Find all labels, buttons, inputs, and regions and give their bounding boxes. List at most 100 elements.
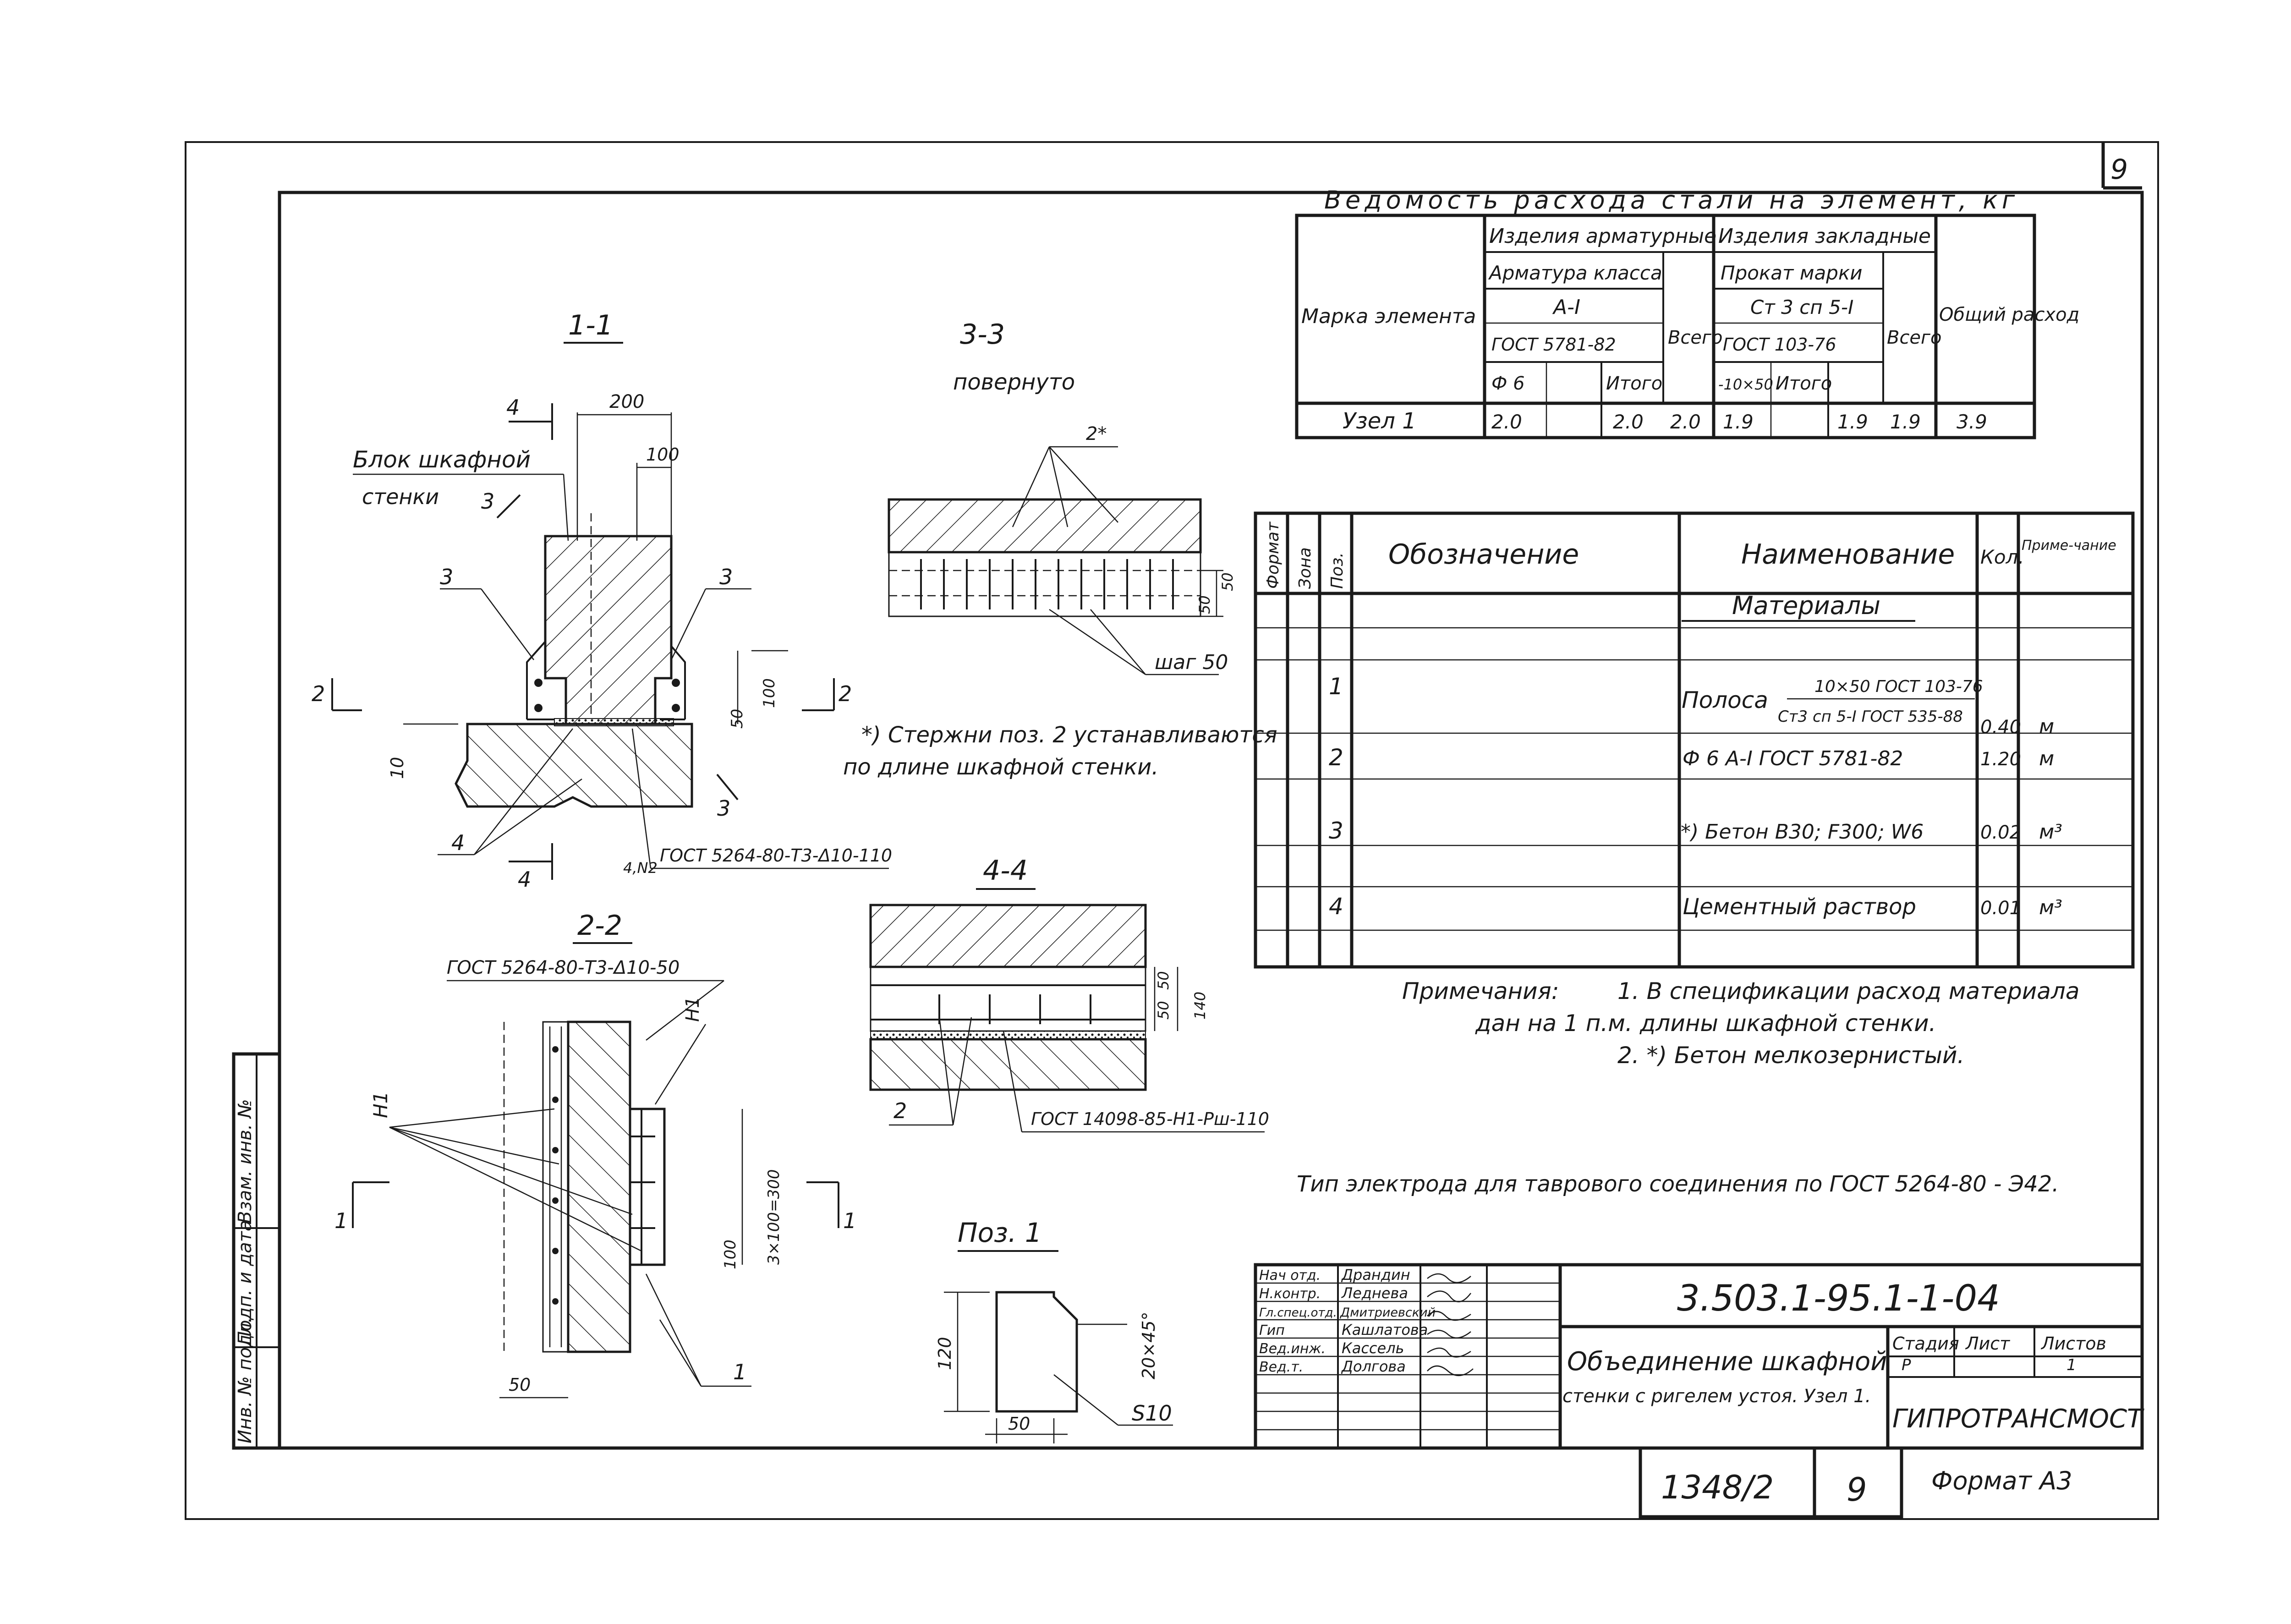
spec-h-name: Наименование: [1741, 538, 1955, 571]
notes-label: Примечания:: [1402, 978, 1559, 1004]
sheet-number-corner: 9: [2110, 154, 2128, 186]
steel-total: Общий расход: [1939, 304, 2079, 325]
steel-rebar-gost: ГОСТ 5781-82: [1491, 335, 1616, 355]
dim-50: 50: [1219, 572, 1236, 591]
label-block-2: стенки: [362, 484, 439, 509]
tb-role: Нач отд.: [1259, 1267, 1321, 1284]
section-3-3: 3-3 повернуто 2* 50 50 шаг 50: [843, 318, 1277, 780]
dim-100: 100: [646, 444, 680, 465]
mark-1: 1: [843, 1208, 856, 1233]
sheet-frame: [185, 141, 2159, 1520]
label-1: 1: [733, 1360, 746, 1384]
spec-name: Полоса: [1682, 687, 1768, 713]
steel-prokat-gost: ГОСТ 103-76: [1723, 335, 1836, 355]
mark-2: 2: [312, 681, 325, 706]
spec-pos: 3: [1329, 817, 1343, 844]
steel-row-value: 1.9: [1890, 411, 1921, 433]
mark-1: 1: [334, 1208, 348, 1233]
section-1-1-title: 1-1: [568, 309, 613, 341]
rebar-rods: [920, 559, 1174, 609]
spec-name: *) Бетон В30; F300; W6: [1681, 820, 1924, 844]
dim-50v: 50: [728, 709, 746, 729]
spec-pos: 4: [1329, 893, 1343, 920]
section-4-4: 4-4 50 50 140 2 ГОСТ 14098-85-Н1-Рш-110: [869, 855, 1269, 1133]
section-2-2: 2-2 ГОСТ 5264-80-Т3-Δ10-50 Н1 Н1 1: [334, 910, 856, 1399]
label-n1: Н1: [369, 1092, 392, 1118]
tb-role: Н.контр.: [1259, 1286, 1321, 1302]
dim-10: 10: [387, 757, 407, 779]
thickness-label: S10: [1132, 1401, 1172, 1426]
steel-row-value: 1.9: [1837, 411, 1868, 433]
spec-pos: 2: [1329, 744, 1343, 771]
steel-col-element: Марка элемента: [1301, 305, 1476, 328]
section-3-3-subtitle: повернуто: [953, 369, 1075, 395]
dim-50: 50: [1008, 1414, 1030, 1434]
spec-frac-bottom: Ст3 сп 5-I ГОСТ 535-88: [1778, 708, 1963, 726]
steel-prokat-size: -10×50: [1718, 376, 1773, 393]
label-n1-top: Н1: [682, 996, 703, 1022]
dim-120: 120: [935, 1337, 955, 1370]
signatures: [1427, 1273, 1474, 1377]
spec-h-designation: Обозначение: [1388, 538, 1579, 571]
label-block: Блок шкафной: [353, 446, 531, 473]
pos-1-title: Поз. 1: [958, 1217, 1042, 1248]
spec-h-pos: Поз.: [1328, 552, 1347, 589]
tb-person: Леднева: [1341, 1284, 1408, 1302]
spec-unit: м: [2039, 715, 2054, 738]
steel-rebar-itogo: Итого: [1606, 373, 1662, 394]
spec-name: Ф 6 А-I ГОСТ 5781-82: [1683, 747, 1903, 770]
tb-role: Вед.инж.: [1259, 1341, 1326, 1357]
steel-row-value: 1.9: [1723, 411, 1754, 433]
mark-4: 4: [506, 395, 520, 420]
tb-person: Кассель: [1342, 1339, 1404, 1357]
mark-2: 2: [839, 681, 852, 706]
steel-prokat-itogo: Итого: [1776, 373, 1832, 394]
mark-3: 3: [717, 796, 730, 821]
section-1-1: 1-1 200 100 Блок шкафной стенки 4: [312, 309, 892, 892]
title-block: [1254, 1263, 2144, 1519]
spec-name: Цементный раствор: [1683, 894, 1916, 920]
spec-h-note: Приме-чание: [2022, 538, 2116, 554]
section-3-3-title: 3-3: [960, 318, 1005, 351]
steel-row-value: 2.0: [1491, 411, 1522, 433]
pos-1-detail: Поз. 1 120 50 20×45° S10: [935, 1217, 1173, 1443]
steel-table: Ведомость расхода стали на элемент, кг: [1295, 186, 2036, 439]
steel-group-rebar: Изделия арматурные: [1489, 225, 1716, 248]
label-2: 2: [893, 1098, 907, 1123]
spec-table: [1254, 511, 2135, 969]
step-label: шаг 50: [1155, 651, 1228, 674]
steel-rebar-diam: Ф 6: [1491, 373, 1525, 394]
spec-h-qty: Кол.: [1980, 546, 2024, 568]
dim-pitch: 3×100=300: [765, 1169, 783, 1265]
spec-unit: м³: [2039, 820, 2062, 844]
dim-50: 50: [1196, 595, 1213, 614]
dim-50: 50: [1155, 971, 1172, 990]
side-stamp: [232, 1052, 281, 1450]
spec-pos: 1: [1329, 673, 1343, 700]
dim-50: 50: [1155, 1001, 1172, 1020]
notes-2: 2. *) Бетон мелкозернистый.: [1617, 1042, 1964, 1069]
steel-row-value: 2.0: [1670, 411, 1701, 433]
label-2star: 2*: [1086, 423, 1107, 444]
spec-unit: м: [2039, 747, 2054, 770]
mark-3: 3: [481, 489, 494, 514]
tb-person: Драндин: [1341, 1266, 1410, 1284]
spec-qty: 0.01: [1980, 898, 2021, 919]
tb-org: ГИПРОТРАНСМОСТ: [1892, 1404, 2144, 1434]
steel-prokat: Прокат марки: [1721, 262, 1863, 284]
spec-qty: 0.40: [1980, 717, 2021, 738]
electrode-note: Тип электрода для таврового соединения п…: [1297, 1171, 2059, 1197]
dim-200: 200: [609, 391, 644, 412]
steel-prokat-vsego: Всего: [1887, 327, 1942, 348]
tb-name-2: стенки с ригелем устоя. Узел 1.: [1562, 1386, 1871, 1407]
tb-format: Формат А3: [1931, 1466, 2072, 1495]
rods-note-1: *) Стержни поз. 2 устанавливаются: [861, 722, 1277, 748]
weld-4-4: ГОСТ 14098-85-Н1-Рш-110: [1031, 1109, 1269, 1129]
spec-section: Материалы: [1732, 591, 1880, 620]
dim-50: 50: [509, 1375, 531, 1395]
steel-rebar-class-value: А-I: [1552, 296, 1580, 319]
tb-person: Долгова: [1341, 1358, 1406, 1375]
steel-rebar-class: Арматура класса: [1488, 262, 1662, 284]
section-2-2-title: 2-2: [577, 910, 622, 942]
weld-2-2: ГОСТ 5264-80-Т3-Δ10-50: [447, 957, 680, 978]
